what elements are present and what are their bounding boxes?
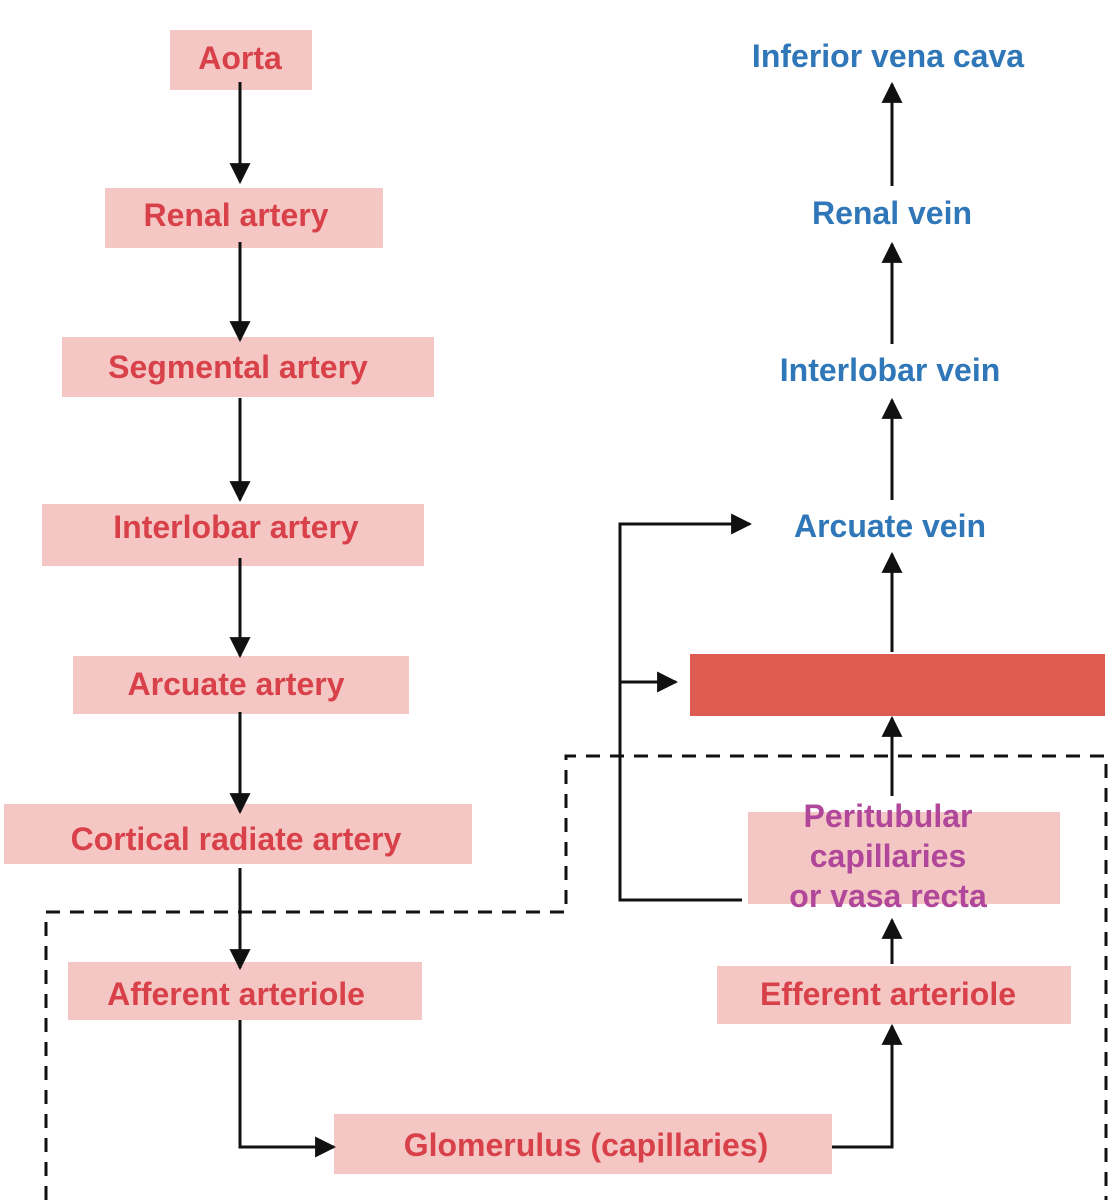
peritubular-return-line: [618, 513, 753, 902]
renal-artery-label: Renal artery: [143, 197, 329, 233]
peritubular-line-3: or vasa recta: [789, 878, 987, 914]
peritubular-box: [748, 812, 1060, 904]
glomerulus-label: Glomerulus (capillaries): [403, 1127, 769, 1163]
peritubular-line-1: Peritubular: [803, 798, 973, 834]
peritubular-line-2: capillaries: [809, 838, 967, 874]
interlobar-artery-label: Interlobar artery: [113, 509, 359, 545]
renal-vein-label: Renal vein: [811, 195, 973, 231]
segmental-artery-box: [62, 337, 434, 397]
arcuate-artery-label: Arcuate artery: [127, 666, 345, 702]
aorta-box: [170, 30, 312, 90]
dashed-nephron-outline: [44, 754, 1108, 1200]
inferior-vena-cava-label: Inferior vena cava: [751, 38, 1025, 74]
glomerulus-box: [334, 1114, 832, 1174]
arcuate-artery-box: [73, 656, 409, 714]
cortical-radiate-artery-label: Cortical radiate artery: [70, 821, 402, 857]
arcuate-vein-label: Arcuate vein: [793, 508, 987, 544]
arrow-glomerulus-to-efferent: [832, 1023, 903, 1149]
peritubular-capillaries-label: Peritubular capillaries or vasa recta: [789, 796, 986, 916]
vessel-bar: [690, 654, 1105, 716]
interlobar-vein-label: Interlobar vein: [779, 352, 1001, 388]
arrow-afferent-to-glomerulus: [238, 1020, 337, 1158]
renal-artery-box: [105, 188, 383, 248]
efferent-arteriole-label: Efferent arteriole: [759, 976, 1017, 1012]
afferent-arteriole-box: [68, 962, 422, 1020]
aorta-label: Aorta: [198, 40, 282, 76]
interlobar-artery-box: [42, 504, 424, 566]
efferent-arteriole-box: [717, 966, 1071, 1024]
segmental-artery-label: Segmental artery: [108, 349, 368, 385]
afferent-arteriole-label: Afferent arteriole: [107, 976, 365, 1012]
